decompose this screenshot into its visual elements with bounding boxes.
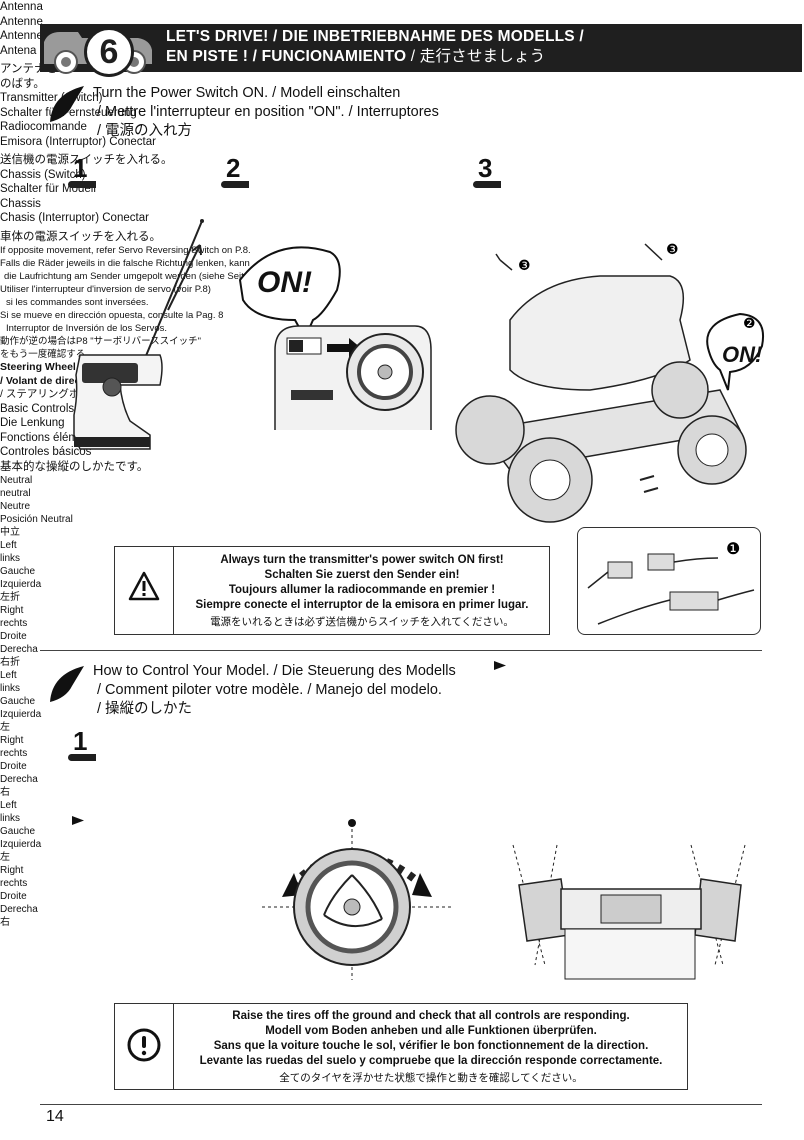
footer-rule <box>40 1104 762 1105</box>
car-right-label-a: Right rechts Droite Derecha 右 <box>0 735 38 798</box>
section2-title: How to Control Your Model. / Die Steueru… <box>93 663 456 717</box>
car-left-label-a: Left links Gauche Izquierda 左 <box>0 670 42 733</box>
title-line-2: EN PISTE ! / FUNCIONAMIENTO / 走行させましょう <box>166 48 546 65</box>
page-number: 14 <box>46 1108 64 1125</box>
section-divider <box>40 650 762 651</box>
warning-box-1: Always turn the transmitter's power swit… <box>114 546 550 635</box>
warning-triangle-icon <box>128 571 160 601</box>
steering-step-bar <box>68 754 96 761</box>
step2-number: 2 <box>226 153 241 183</box>
car-front-axle-illustration <box>512 844 746 980</box>
on-label-left: ON! <box>257 266 312 299</box>
left-label: Left links Gauche Izquierda 左折 <box>0 540 42 603</box>
warning-text-1: Always turn the transmitter's power swit… <box>195 554 529 628</box>
caution-icon-area <box>115 1004 174 1089</box>
transmitter-illustration <box>73 219 204 450</box>
step3-number: 3 <box>478 153 493 183</box>
callout-2: ❷ <box>743 316 756 332</box>
servo-reverse-note: If opposite movement, refer Servo Revers… <box>0 245 263 360</box>
page-title: LET'S DRIVE! / DIE INBETRIEBNAHME DES MO… <box>166 27 584 67</box>
steering-wheel-illustration <box>262 819 452 980</box>
car-right-label-b: Right rechts Droite Derecha 右 <box>0 865 38 928</box>
callout-3b: ❸ <box>666 242 679 258</box>
step1-bar <box>68 181 96 188</box>
on-label-right: ON! <box>722 342 762 367</box>
basic-controls-text: Basic Controls Die Lenkung Fonctions élé… <box>0 402 149 473</box>
crescent-icon <box>50 86 84 122</box>
exclamation-circle-icon <box>127 1028 161 1062</box>
neutral-label: Neutral neutral Neutre Posición Neutral … <box>0 475 73 538</box>
step-badge: 6 <box>84 27 134 77</box>
transmitter-switch-closeup: ON! <box>238 246 432 430</box>
section1-title: Turn the Power Switch ON. / Modell einsc… <box>93 85 439 139</box>
arrow-right-icon <box>494 661 506 670</box>
car-left-label-b: Left links Gauche Izquierda 左 <box>0 800 42 863</box>
callout-3a: ❸ <box>518 258 531 274</box>
right-label: Right rechts Droite Derecha 右折 <box>0 605 38 668</box>
warning-text-2: Raise the tires off the ground and check… <box>199 1010 663 1084</box>
warning-box-2: Raise the tires off the ground and check… <box>114 1003 688 1090</box>
step3-bar <box>473 181 501 188</box>
warning-icon-area <box>115 547 174 634</box>
title-line-1: LET'S DRIVE! / DIE INBETRIEBNAHME DES MO… <box>166 28 584 45</box>
steering-step-number: 1 <box>73 726 88 756</box>
step1-number: 1 <box>73 153 88 183</box>
arrow-right-icon-2 <box>72 816 84 825</box>
car-chassis-illustration: ❸ ❸ ON! ❷ <box>455 242 764 523</box>
crescent-icon-2 <box>50 666 84 702</box>
connector-inset: ❶ <box>577 527 761 635</box>
step2-bar <box>221 181 249 188</box>
header-bar <box>40 24 802 72</box>
callout-1: ❶ <box>726 539 740 558</box>
